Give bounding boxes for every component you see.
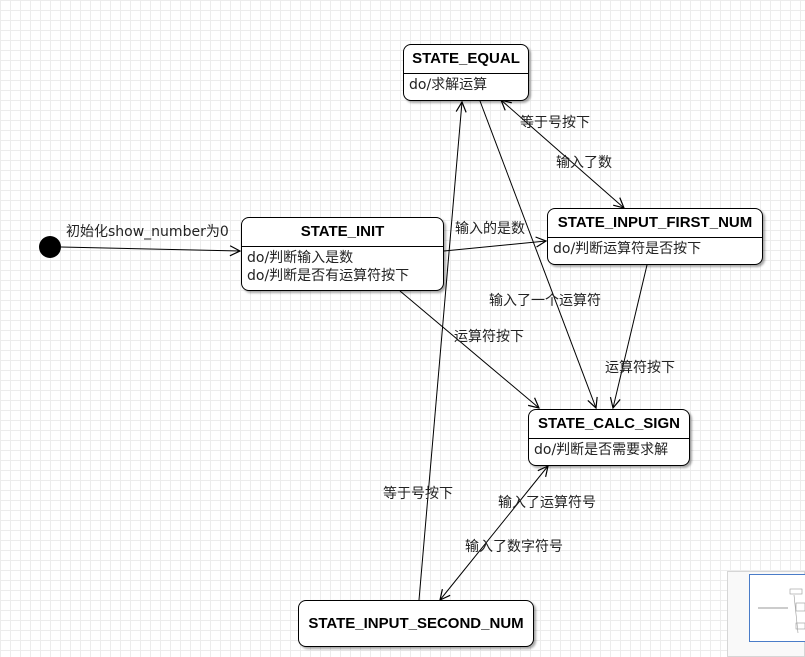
overview-viewport-frame[interactable] — [749, 574, 805, 642]
state-input-second-num-title: STATE_INPUT_SECOND_NUM — [308, 615, 524, 632]
state-calc-sign-title: STATE_CALC_SIGN — [538, 415, 680, 432]
edge-initial-to-init[interactable] — [60, 247, 240, 251]
edge-first-to-calc[interactable] — [613, 264, 648, 408]
state-init-actions: do/判断输入是数 do/判断是否有运算符按下 — [242, 246, 443, 287]
state-equal[interactable]: STATE_EQUAL do/求解运算 — [403, 44, 529, 101]
label-first-to-calc: 运算符按下 — [605, 360, 675, 376]
edge-init-to-first[interactable] — [443, 241, 546, 252]
initial-state-dot[interactable] — [39, 236, 61, 258]
state-action: do/判断输入是数 — [247, 250, 354, 266]
state-calc-sign[interactable]: STATE_CALC_SIGN do/判断是否需要求解 — [528, 409, 690, 466]
edge-init-to-calc[interactable] — [399, 290, 539, 408]
edge-second-to-equal[interactable] — [418, 102, 462, 601]
state-action: do/判断运算符是否按下 — [553, 241, 702, 257]
state-action: do/求解运算 — [409, 77, 488, 93]
state-action: do/判断是否有运算符按下 — [247, 268, 410, 284]
state-init-title: STATE_INIT — [300, 223, 385, 240]
edge-equal-to-calc[interactable] — [479, 100, 596, 408]
label-second-to-equal: 等于号按下 — [383, 486, 453, 502]
edge-equal-first[interactable] — [501, 100, 624, 208]
label-init-to-first: 输入的是数 — [455, 221, 525, 237]
edge-second-calc[interactable] — [440, 466, 548, 600]
label-second-to-calc: 输入了运算符号 — [498, 495, 596, 511]
overview-thumbnail — [758, 588, 805, 634]
label-equal-to-calc: 输入了一个运算符 — [489, 293, 601, 309]
state-calc-sign-actions: do/判断是否需要求解 — [529, 438, 689, 461]
label-first-to-equal: 输入了数 — [556, 155, 612, 171]
state-action: do/判断是否需要求解 — [534, 442, 669, 458]
diagram-overview-panel[interactable] — [727, 571, 805, 657]
state-input-first-num-actions: do/判断运算符是否按下 — [548, 237, 762, 260]
state-init[interactable]: STATE_INIT do/判断输入是数 do/判断是否有运算符按下 — [241, 217, 444, 291]
label-equal-to-first: 等于号按下 — [520, 115, 590, 131]
state-input-first-num-title: STATE_INPUT_FIRST_NUM — [557, 214, 753, 231]
label-calc-to-second: 输入了数字符号 — [465, 539, 563, 555]
label-initial-to-init: 初始化show_number为0 — [66, 224, 229, 240]
state-input-second-num[interactable]: STATE_INPUT_SECOND_NUM — [298, 600, 534, 647]
state-equal-title: STATE_EQUAL — [412, 50, 520, 67]
label-init-to-calc: 运算符按下 — [454, 329, 524, 345]
state-equal-actions: do/求解运算 — [404, 73, 528, 96]
state-input-first-num[interactable]: STATE_INPUT_FIRST_NUM do/判断运算符是否按下 — [547, 208, 763, 265]
